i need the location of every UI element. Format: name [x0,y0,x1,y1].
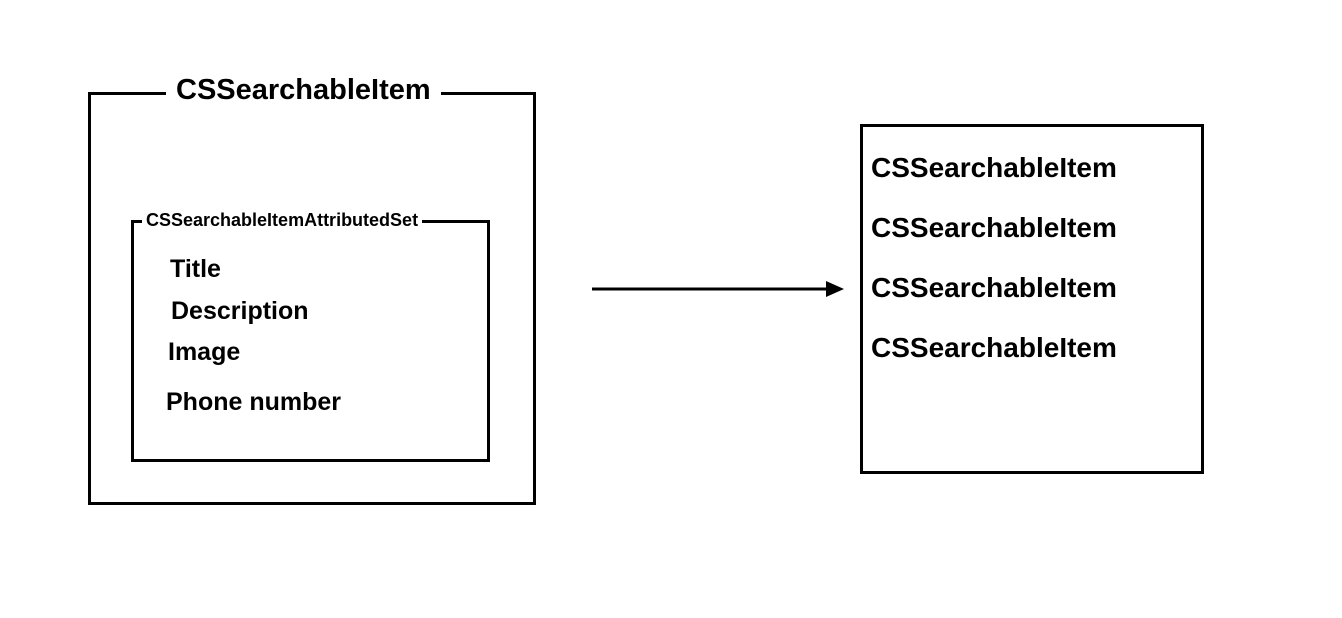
searchable-item-label: CSSearchableItem [166,72,441,108]
list-item: CSSearchableItem [871,332,1117,363]
attribute-description: Description [171,297,309,325]
searchable-items-list-box [860,124,1204,474]
attributed-set-label: CSSearchableItemAttributedSet [142,208,423,232]
attributed-set-box [131,220,490,462]
right-arrow-icon [592,281,844,297]
attribute-image: Image [168,338,241,366]
list-item: CSSearchableItem [871,212,1117,243]
attribute-title: Title [170,255,221,283]
list-item: CSSearchableItem [871,272,1117,303]
list-item: CSSearchableItem [871,152,1117,183]
attribute-phone-number: Phone number [166,388,342,416]
